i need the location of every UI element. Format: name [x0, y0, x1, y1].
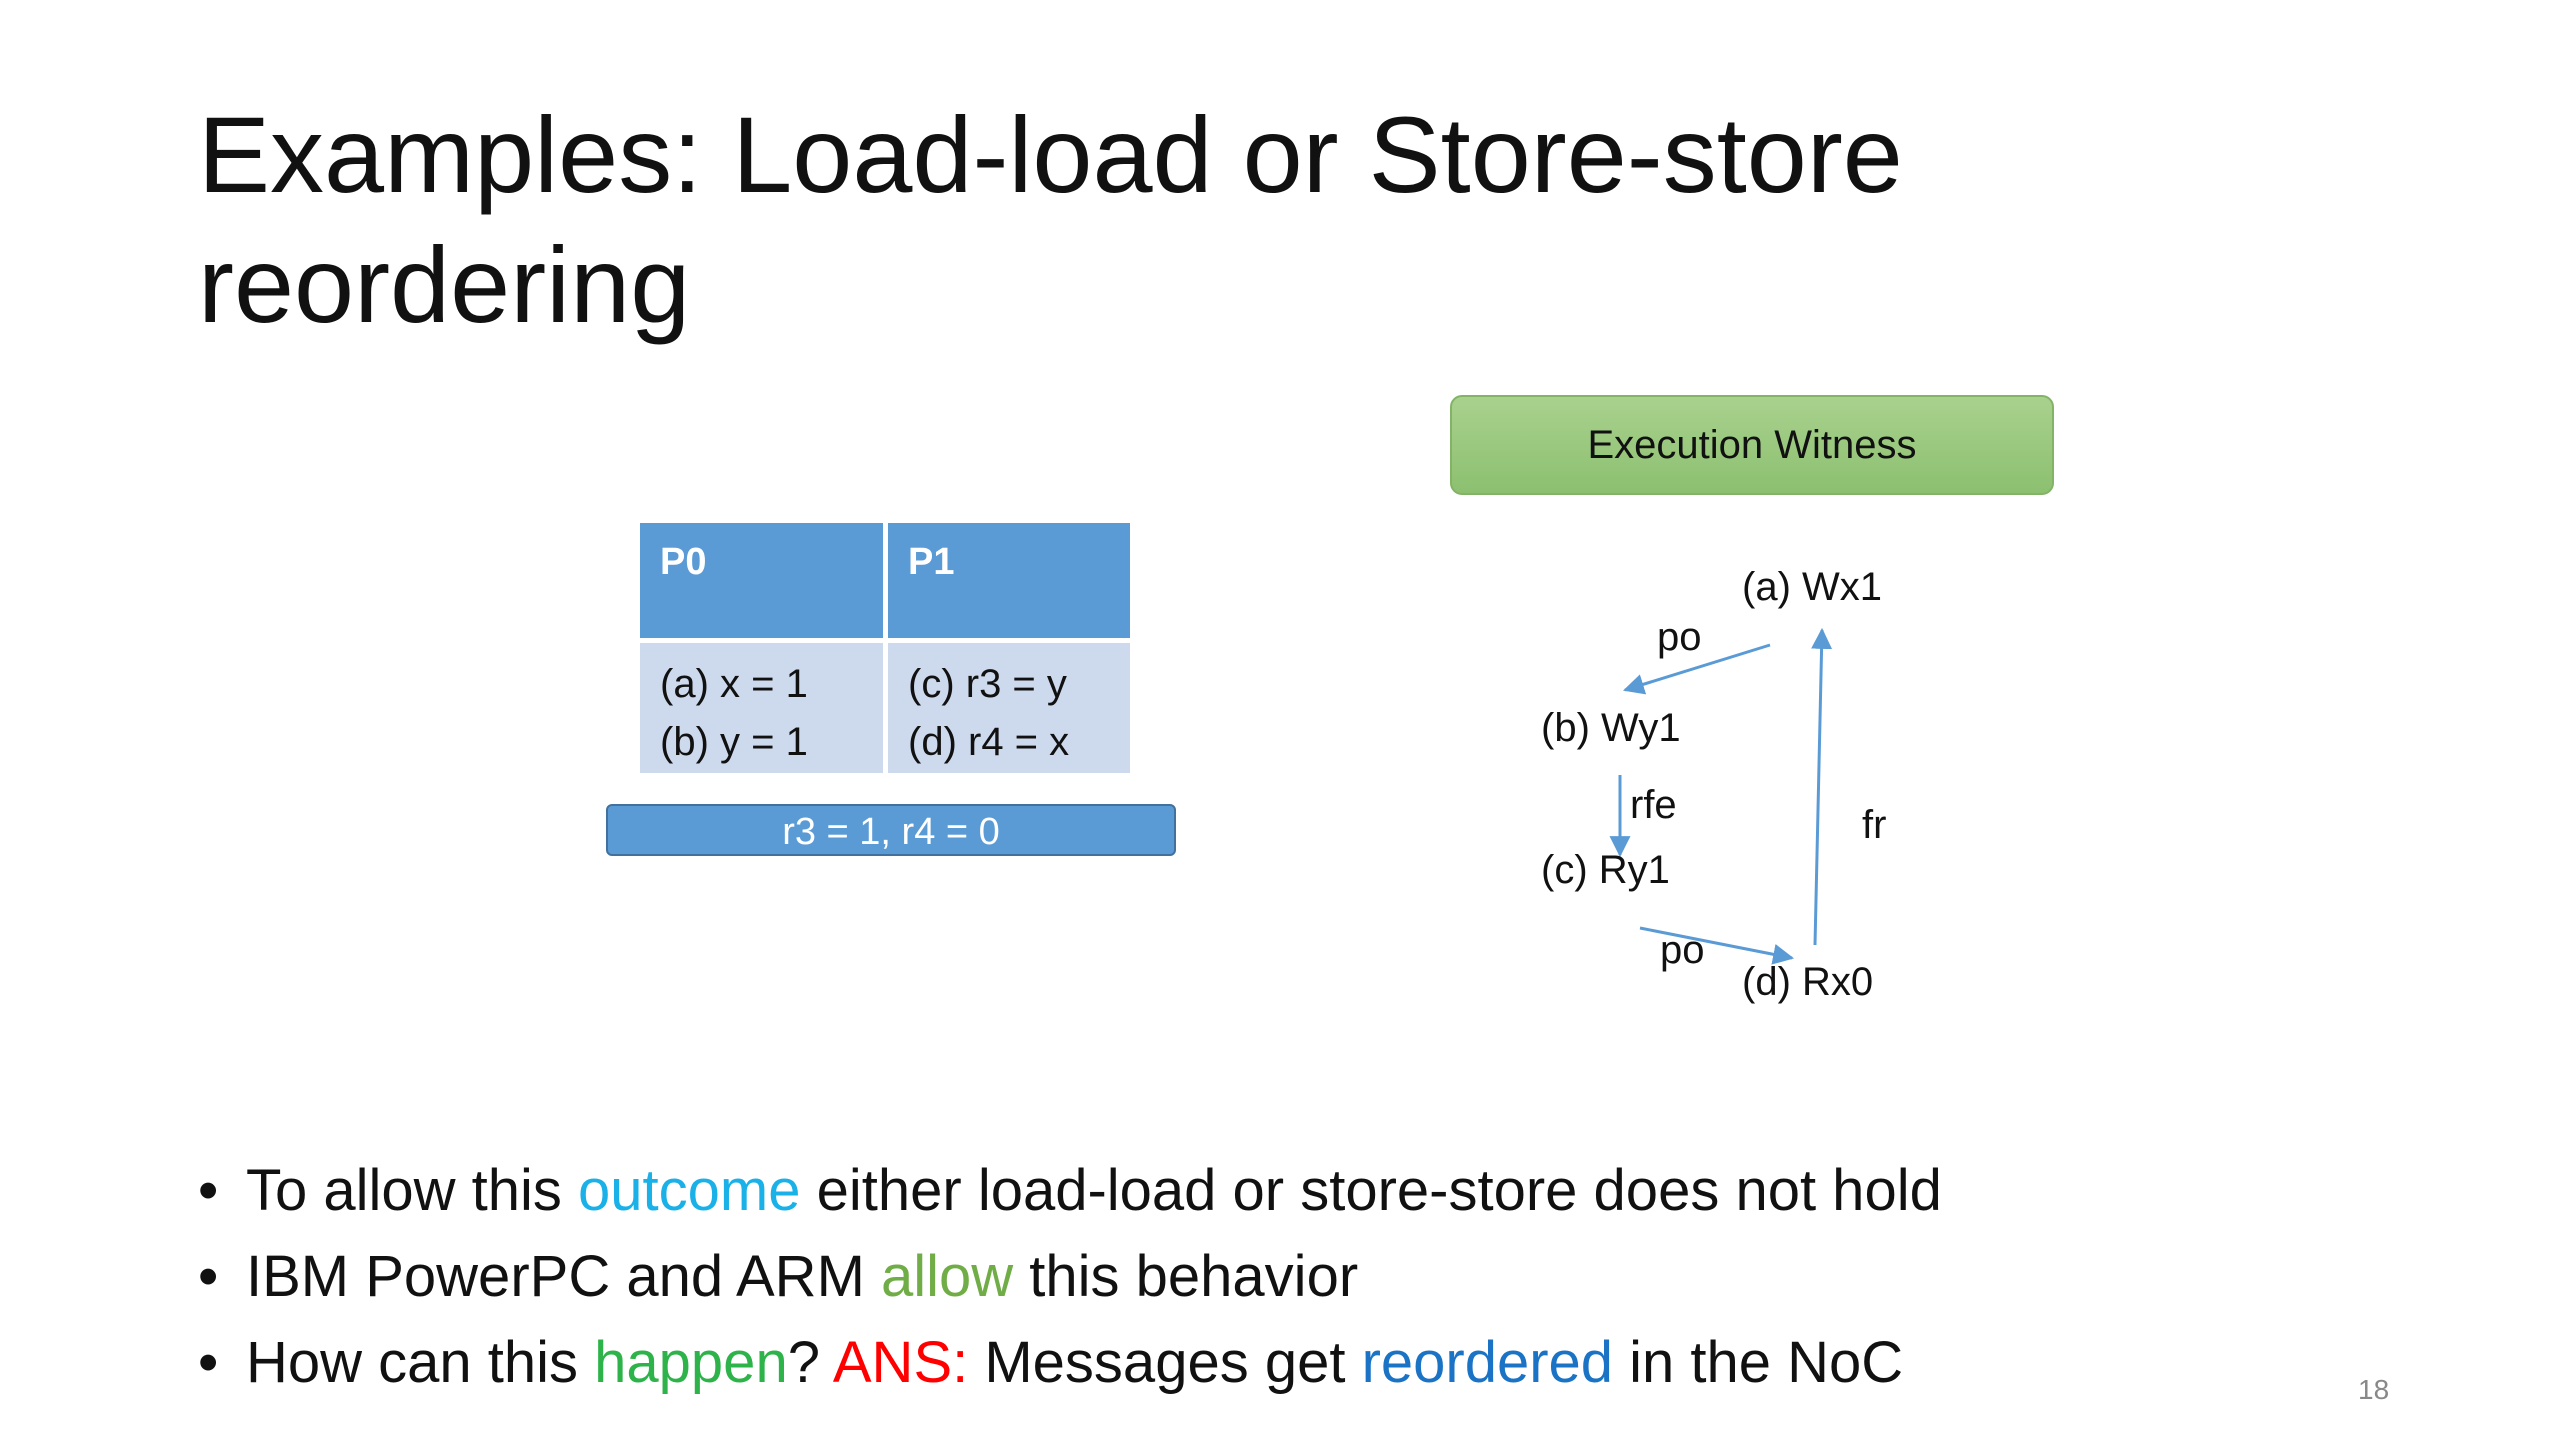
edge-fr-d-a: [1811, 627, 1833, 946]
bullet-dot: •: [198, 1330, 219, 1395]
label-rfe: rfe: [1630, 783, 1677, 827]
p1-instr-d: (d) r4 = x: [908, 720, 1070, 764]
header-p1: P1: [888, 523, 1130, 638]
bullet-list: • To allow this outcome either load-load …: [198, 1148, 2398, 1406]
bullet-2: • IBM PowerPC and ARM allow this behavior: [198, 1234, 2398, 1320]
bullet-1-outcome: outcome: [578, 1158, 801, 1223]
page-number: 18: [2358, 1374, 2390, 1405]
label-fr: fr: [1862, 803, 1887, 847]
bullet-3-ans: ANS:: [832, 1330, 969, 1395]
bullet-1: • To allow this outcome either load-load …: [198, 1148, 2398, 1234]
bullet-dot: •: [198, 1244, 219, 1309]
bullet-1-text-1: To allow this: [246, 1158, 579, 1223]
edge-po-c-d: [1639, 926, 1795, 965]
label-po-bottom: po: [1660, 928, 1705, 972]
edge-po-a-b: [1622, 643, 1771, 695]
p0-instr-b: (b) y = 1: [660, 720, 808, 764]
title-line-2: reordering: [198, 224, 691, 345]
execution-witness-box: Execution Witness: [1450, 395, 2054, 495]
title-line-1: Examples: Load-load or Store-store: [198, 94, 1903, 215]
slide-title: Examples: Load-load or Store-store reord…: [198, 90, 2398, 350]
litmus-header-row: P0 P1: [640, 523, 1130, 638]
node-b: (b) Wy1: [1541, 706, 1681, 750]
node-c: (c) Ry1: [1541, 848, 1670, 892]
p0-instr-a: (a) x = 1: [660, 662, 808, 706]
litmus-body-row: (a) x = 1 (b) y = 1 (c) r3 = y (d) r4 = …: [640, 638, 1130, 773]
p1-instructions: (c) r3 = y (d) r4 = x: [888, 643, 1130, 773]
bullet-3: •How can this happen? ANS: Messages get …: [198, 1320, 2398, 1406]
bullet-2-text-1: IBM PowerPC and ARM: [246, 1244, 881, 1309]
p0-instructions: (a) x = 1 (b) y = 1: [640, 643, 883, 773]
p1-instr-c: (c) r3 = y: [908, 662, 1067, 706]
node-d: (d) Rx0: [1742, 960, 1874, 1004]
bullet-2-allow: allow: [881, 1244, 1014, 1309]
bullet-3-text-4: in the NoC: [1613, 1330, 1904, 1395]
bullet-3-text-2: ?: [787, 1330, 833, 1395]
bullet-3-text-1: How can this: [246, 1330, 595, 1395]
bullet-3-reordered: reordered: [1361, 1330, 1614, 1395]
outcome-bar: r3 = 1, r4 = 0: [606, 804, 1176, 856]
bullet-3-happen: happen: [594, 1330, 788, 1395]
bullet-dot: •: [198, 1158, 219, 1223]
litmus-table: P0 P1 (a) x = 1 (b) y = 1 (c) r3 = y (d)…: [640, 523, 1130, 773]
header-p0: P0: [640, 523, 883, 638]
label-po-top: po: [1657, 615, 1702, 659]
bullet-2-text-2: this behavior: [1013, 1244, 1359, 1309]
node-a: (a) Wx1: [1742, 565, 1882, 609]
bullet-1-text-2: either load-load or store-store does not…: [800, 1158, 1942, 1223]
bullet-3-text-3: Messages get: [968, 1330, 1362, 1395]
